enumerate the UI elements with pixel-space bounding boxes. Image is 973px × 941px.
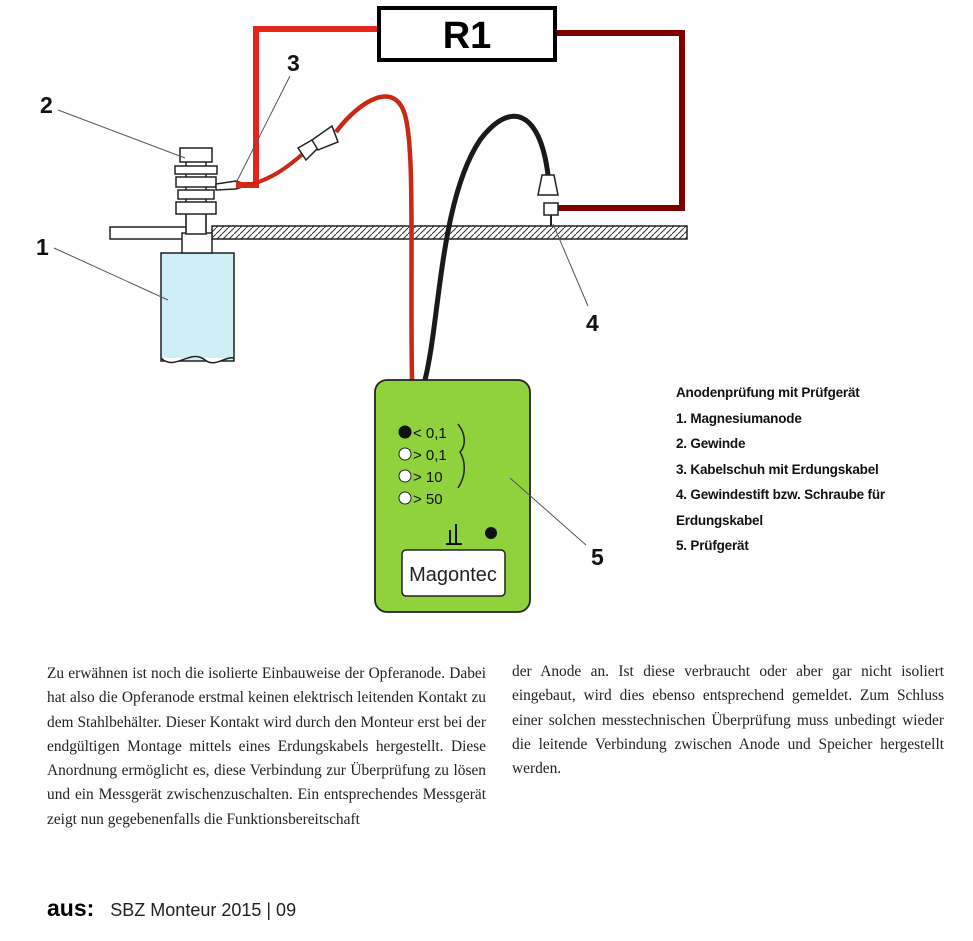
source-publication: SBZ Monteur 2015 | 09 (110, 900, 297, 920)
status-dot (485, 527, 497, 539)
caption-item: Erdungskabel (676, 512, 763, 528)
black-cable (422, 113, 551, 381)
brand-label: Magontec (409, 564, 497, 586)
leader-5 (509, 477, 587, 546)
callout-3: 3 (287, 50, 300, 76)
led-1 (398, 425, 412, 439)
caption-item: 3. Kabelschuh mit Erdungskabel (676, 461, 879, 477)
body-text-left: Zu erwähnen ist noch die isolierte Einba… (47, 665, 486, 828)
body-text-right: der Anode an. Ist diese verbraucht oder … (512, 663, 944, 778)
resistor-r1: R1 (377, 6, 557, 62)
leader-1 (53, 247, 169, 301)
callout-4: 4 (586, 310, 599, 336)
thread-bolt (174, 147, 218, 235)
resistor-label: R1 (443, 15, 492, 57)
source-prefix: aus: (47, 895, 95, 921)
button-icon (446, 524, 462, 545)
caption-title: Anodenprüfung mit Prüfgerät (676, 385, 860, 400)
callout-5: 5 (591, 544, 604, 570)
red-cable (334, 94, 415, 381)
test-meter: < 0,1 > 0,1 > 10 > 50 Magontec (374, 379, 531, 613)
darkred-circuit-wire (556, 30, 685, 211)
led-label-1: < 0,1 (413, 425, 447, 442)
caption-item: 5. Prüfgerät (676, 538, 749, 553)
leader-3 (235, 75, 291, 184)
brand-plate (401, 549, 506, 597)
led-label-4: > 50 (413, 491, 443, 508)
leader-2 (57, 109, 186, 159)
callout-2: 2 (40, 92, 53, 118)
magnesium-anode (160, 232, 235, 364)
source-line: aus: SBZ Monteur 2015 | 09 (47, 895, 296, 922)
anode-test-diagram: R1 < 0,1 > 0,1 > 10 > 50 Magontec (36, 6, 688, 613)
red-cable-short (241, 150, 307, 188)
range-bracket (457, 423, 465, 489)
led-2 (398, 447, 412, 461)
figure-caption: Anodenprüfung mit Prüfgerät 1. Magnesium… (676, 380, 936, 559)
caption-item: 4. Gewindestift bzw. Schraube für (676, 487, 885, 502)
led-label-2: > 0,1 (413, 447, 447, 464)
caption-item: 2. Gewinde (676, 436, 746, 451)
black-clip (537, 174, 559, 226)
leader-4 (552, 223, 589, 307)
red-clip (296, 124, 339, 162)
led-label-3: > 10 (413, 469, 443, 486)
led-3 (398, 469, 412, 483)
led-4 (398, 491, 412, 505)
callout-1: 1 (36, 234, 49, 260)
caption-item: 1. Magnesiumanode (676, 410, 802, 426)
